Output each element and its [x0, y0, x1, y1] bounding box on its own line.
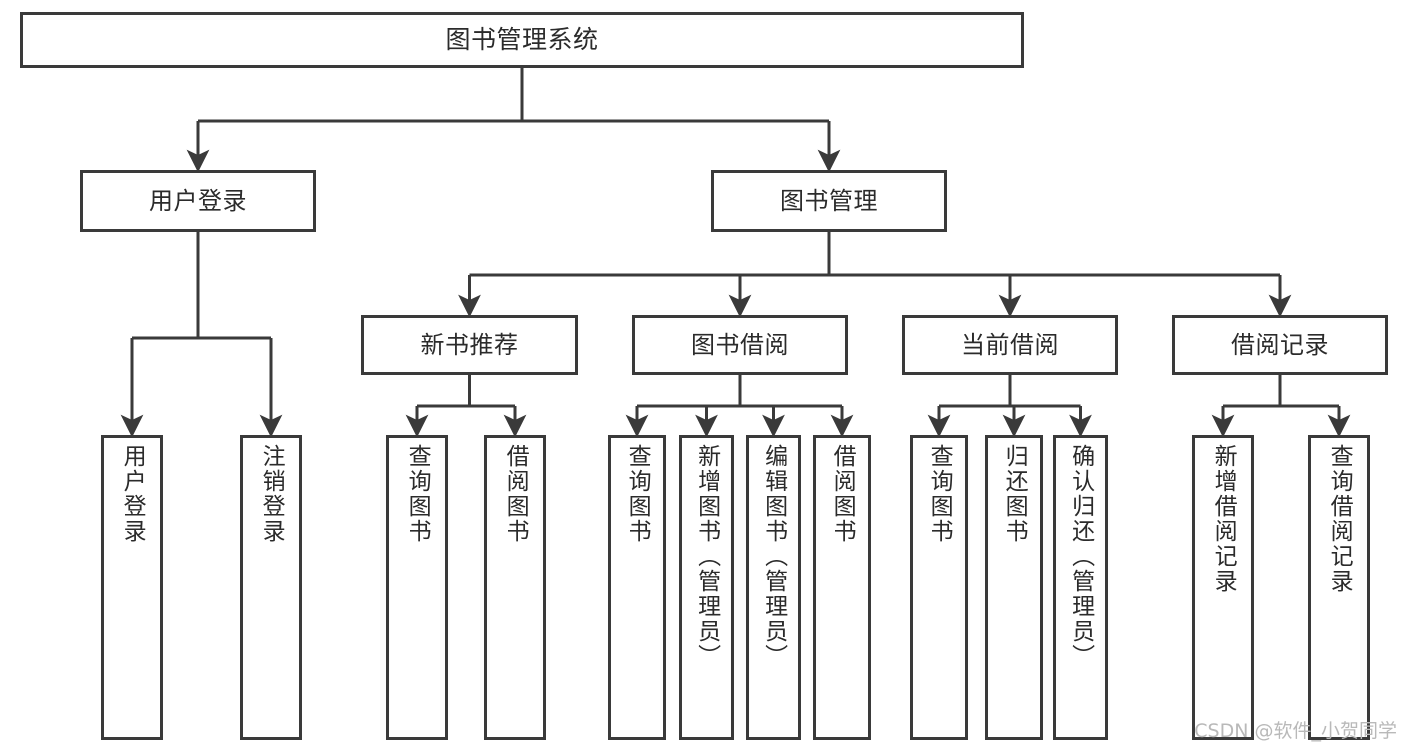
leaf-rec-borrow-book[interactable]: 借阅图书 — [484, 435, 546, 740]
leaf-br-query-record[interactable]: 查询借阅记录 — [1308, 435, 1370, 740]
leaf-cb-confirm-return[interactable]: 确认归还（管理员） — [1053, 435, 1108, 740]
node-label: 注销登录 — [258, 444, 285, 544]
leaf-user-login[interactable]: 用户登录 — [101, 435, 163, 740]
node-current-borrow[interactable]: 当前借阅 — [902, 315, 1118, 375]
node-label: 新增借阅记录 — [1210, 444, 1237, 594]
node-borrow-record[interactable]: 借阅记录 — [1172, 315, 1388, 375]
node-book-manage[interactable]: 图书管理 — [711, 170, 947, 232]
node-label: 查询图书 — [624, 444, 651, 544]
node-label: 借阅记录 — [1231, 330, 1329, 359]
node-label: 查询图书 — [926, 444, 953, 544]
node-label: 图书管理系统 — [445, 25, 599, 55]
node-label: 当前借阅 — [961, 330, 1059, 359]
node-label: 确认归还（管理员） — [1067, 444, 1094, 669]
node-root[interactable]: 图书管理系统 — [20, 12, 1024, 68]
node-label: 归还图书 — [1001, 444, 1028, 544]
node-label: 图书管理 — [780, 186, 878, 215]
leaf-bb-edit-book[interactable]: 编辑图书（管理员） — [746, 435, 801, 740]
leaf-cb-return-book[interactable]: 归还图书 — [985, 435, 1043, 740]
leaf-bb-query-book[interactable]: 查询图书 — [608, 435, 666, 740]
node-user-login[interactable]: 用户登录 — [80, 170, 316, 232]
node-label: 编辑图书（管理员） — [760, 444, 787, 669]
leaf-rec-query-book[interactable]: 查询图书 — [386, 435, 448, 740]
node-label: 图书借阅 — [691, 330, 789, 359]
leaf-br-add-record[interactable]: 新增借阅记录 — [1192, 435, 1254, 740]
leaf-bb-borrow-book[interactable]: 借阅图书 — [813, 435, 871, 740]
node-label: 查询图书 — [404, 444, 431, 544]
node-label: 借阅图书 — [502, 444, 529, 544]
node-label: 用户登录 — [119, 444, 146, 544]
leaf-bb-add-book[interactable]: 新增图书（管理员） — [679, 435, 734, 740]
leaf-user-logout[interactable]: 注销登录 — [240, 435, 302, 740]
node-label: 新增图书（管理员） — [693, 444, 720, 669]
node-new-book-rec[interactable]: 新书推荐 — [361, 315, 578, 375]
node-label: 查询借阅记录 — [1326, 444, 1353, 594]
watermark: CSDN @软件_小贺同学 — [1194, 720, 1397, 742]
leaf-cb-query-book[interactable]: 查询图书 — [910, 435, 968, 740]
node-label: 用户登录 — [149, 186, 247, 215]
node-label: 新书推荐 — [420, 330, 519, 359]
node-label: 借阅图书 — [829, 444, 856, 544]
node-book-borrow[interactable]: 图书借阅 — [632, 315, 848, 375]
